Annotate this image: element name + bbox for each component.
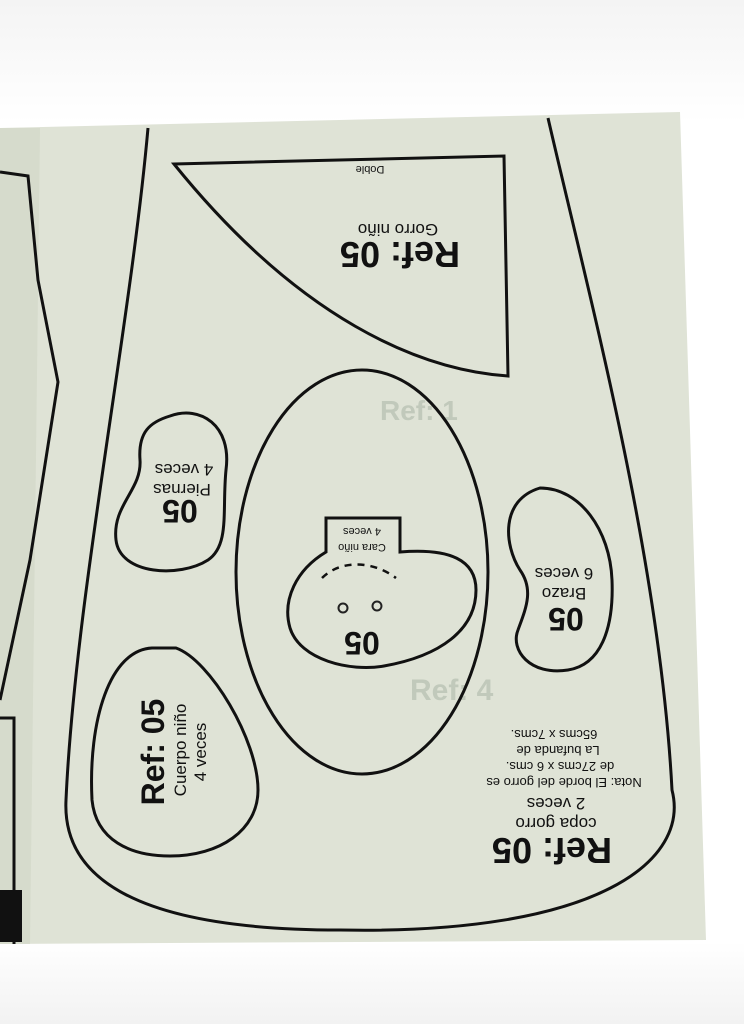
gorro-title: Ref: 05	[340, 234, 460, 275]
copa-count: 2 veces	[527, 794, 586, 813]
cuerpo-nino-piece	[90, 646, 260, 858]
copa-note-line1: Nota: El borde del gorro es	[486, 775, 642, 790]
piernas-name: Piernas	[153, 480, 211, 499]
gorro-fold-label: Doble	[356, 163, 385, 175]
left-edge-piece	[0, 170, 60, 944]
cara-name: Cara niño	[338, 541, 386, 553]
copa-note-line2: de 27cms x 6 cms.	[506, 759, 614, 774]
cara-title: 05	[344, 625, 380, 661]
gorro-nino-piece	[170, 154, 510, 378]
piernas-piece	[114, 411, 229, 573]
piernas-count: 4 veces	[155, 460, 214, 479]
copa-name: copa gorro	[515, 814, 596, 833]
cara-count: 4 veces	[343, 525, 381, 537]
piernas-title: 05	[162, 493, 198, 529]
ghost-text: Ref: 4	[410, 674, 494, 707]
brazo-name: Brazo	[542, 584, 586, 603]
cara-nino-oval	[234, 368, 490, 776]
paper-sheet	[0, 112, 706, 944]
eye-left	[337, 602, 349, 614]
brazo-count: 6 veces	[535, 564, 594, 583]
copa-gorro-outline	[64, 117, 676, 932]
paper-shadow	[0, 128, 40, 944]
cuerpo-name: Cuerpo niño	[171, 704, 190, 797]
brazo-title: 05	[548, 601, 584, 637]
copa-title: Ref: 05	[492, 830, 612, 871]
copa-note-line4: 65cms x 7cms.	[511, 727, 598, 742]
brazo-piece	[507, 486, 614, 673]
cuerpo-count: 4 veces	[191, 723, 210, 782]
eye-right	[371, 600, 383, 612]
copa-note-line3: La bufanda de	[516, 743, 599, 758]
gorro-subtitle: Gorro niño	[358, 220, 438, 239]
cuerpo-title: Ref: 05	[135, 699, 171, 806]
mouth-dashes	[321, 563, 397, 580]
cara-nino-head	[286, 516, 478, 669]
